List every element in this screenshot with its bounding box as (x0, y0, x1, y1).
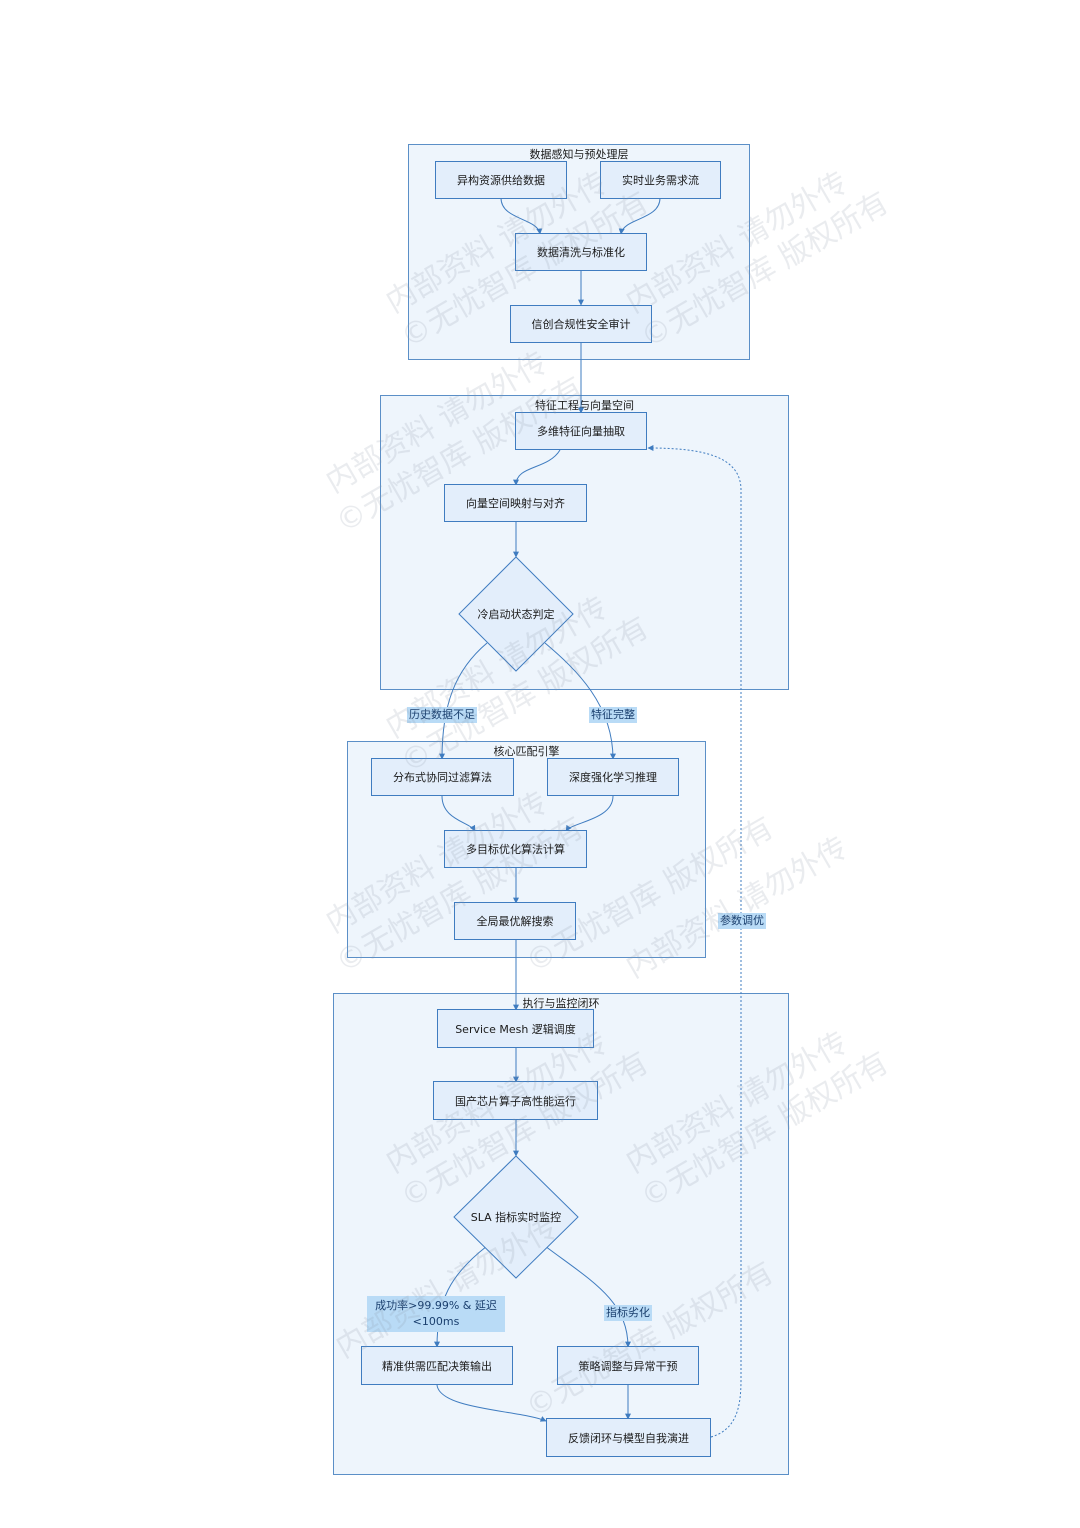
edge-collab-multiobj (441, 795, 476, 832)
group-ingest-title: 数据感知与预处理层 (529, 148, 629, 161)
group-engine-title: 核心匹配引擎 (493, 745, 560, 758)
node-chip: 国产芯片算子高性能运行 (433, 1081, 598, 1120)
node-audit: 信创合规性安全审计 (510, 305, 652, 343)
node-precise-output: 精准供需匹配决策输出 (361, 1346, 513, 1385)
edge-label-degrade: 指标劣化 (604, 1305, 652, 1321)
group-exec-title: 执行与监控闭环 (522, 997, 600, 1010)
node-strategy: 策略调整与异常干预 (557, 1346, 699, 1385)
node-extract: 多维特征向量抽取 (515, 412, 647, 450)
edge-demand-clean (618, 197, 661, 235)
edge-label-insufficient: 历史数据不足 (407, 707, 477, 723)
edge-label-complete: 特征完整 (589, 707, 637, 723)
edge-drl-multiobj (565, 795, 614, 832)
group-feature-title: 特征工程与向量空间 (535, 399, 634, 412)
sla-label: SLA 指标实时监控 (470, 1211, 562, 1224)
node-multi-obj: 多目标优化算法计算 (444, 830, 587, 868)
edge-hetero-clean (500, 197, 543, 235)
edge-sla-precise (434, 1245, 488, 1348)
edge-precise-feedback (436, 1384, 547, 1422)
node-global-search: 全局最优解搜索 (454, 902, 576, 940)
edge-label-success: 成功率>99.99% & 延迟<100ms (367, 1296, 505, 1332)
diamond-cold-start (458, 556, 574, 672)
node-mapping: 向量空间映射与对齐 (444, 484, 587, 522)
edge-coldstart-collab (439, 642, 488, 760)
node-hetero-data: 异构资源供给数据 (435, 161, 567, 199)
edge-feedback-extract (647, 445, 742, 1438)
node-service-mesh: Service Mesh 逻辑调度 (437, 1009, 594, 1048)
node-drl: 深度强化学习推理 (547, 758, 679, 796)
node-clean: 数据清洗与标准化 (515, 233, 647, 271)
diamond-sla (453, 1155, 579, 1279)
edge-coldstart-drl (544, 642, 616, 760)
node-feedback: 反馈闭环与模型自我演进 (546, 1418, 711, 1457)
node-realtime-demand: 实时业务需求流 (600, 161, 721, 199)
edge-label-tuning: 参数调优 (718, 913, 766, 929)
node-collab-filter: 分布式协同过滤算法 (371, 758, 514, 796)
edge-extract-mapping (513, 449, 561, 486)
edge-sla-strategy (544, 1245, 631, 1348)
cold-start-label: 冷启动状态判定 (477, 608, 555, 621)
